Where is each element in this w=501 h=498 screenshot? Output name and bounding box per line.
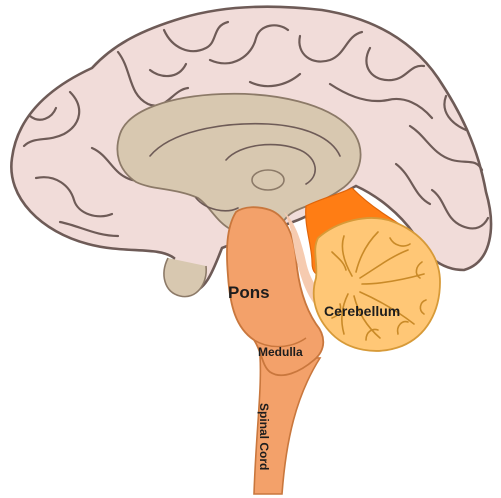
medulla-label: Medulla [258, 345, 303, 359]
brainstem [226, 206, 325, 377]
thalamus-oval [251, 169, 285, 191]
midbrain-region [284, 212, 326, 306]
spinal-cord-label: Spinal Cord [257, 403, 271, 470]
pons-label: Pons [228, 283, 270, 302]
cerebellum-label: Cerebellum [324, 303, 400, 319]
temporal-lobe-tip [163, 257, 207, 298]
spinal-cord [253, 355, 322, 495]
cerebellum [312, 217, 441, 352]
